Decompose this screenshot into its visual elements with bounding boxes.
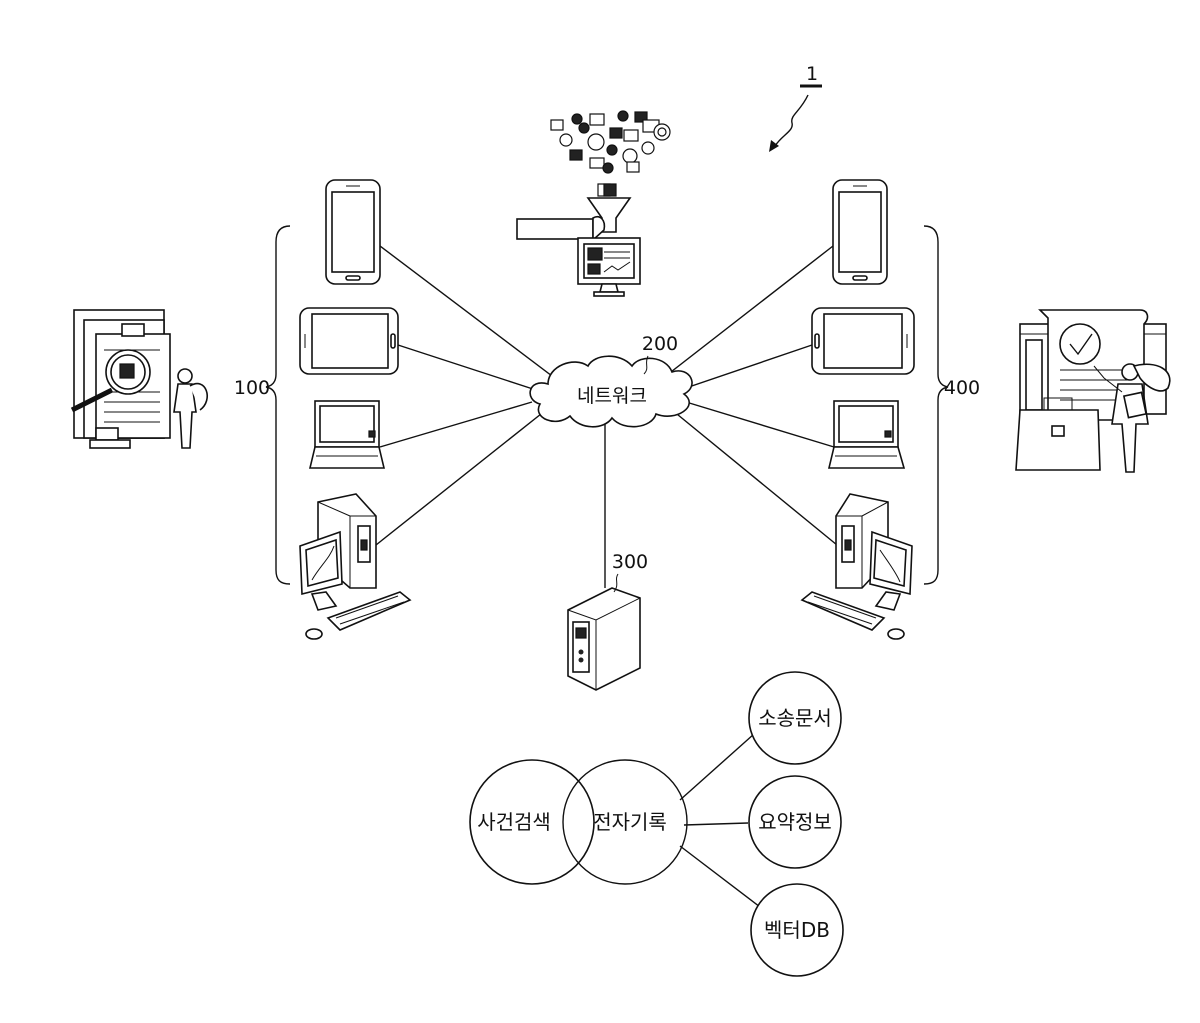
ref-200-label: 200 [642, 333, 678, 355]
network-label: 네트워크 [577, 385, 647, 407]
smartphone-icon [833, 180, 887, 284]
branch-line-litigation-docs [680, 734, 754, 800]
data-funnel-monitor-icon [517, 111, 670, 296]
ref-100-label: 100 [234, 377, 270, 399]
network-cloud: 네트워크 200 [530, 333, 692, 427]
vector-db-label: 벡터DB [764, 918, 830, 942]
litigation-docs-label: 소송문서 [758, 706, 832, 730]
case-search-label: 사건검색 [477, 810, 551, 834]
data-structure-diagram: 사건검색 전자기록 소송문서 요약정보 벡터DB [470, 672, 843, 976]
smartphone-icon [326, 180, 380, 284]
lawyer-magnifier-document-icon [72, 310, 207, 448]
laptop-icon [829, 401, 904, 468]
desktop-computer-icon [802, 494, 912, 639]
reviewer-approval-document-icon [1016, 310, 1170, 472]
branch-line-vector-db [680, 846, 764, 910]
tablet-icon [300, 308, 398, 374]
ref-1-label: 1 [806, 63, 818, 85]
branch-line-summary-info [684, 823, 748, 825]
summary-info-label: 요약정보 [758, 810, 832, 834]
server-tower-icon: 300 [568, 551, 648, 690]
electronic-records-label: 전자기록 [593, 810, 667, 834]
desktop-computer-icon [300, 494, 410, 639]
laptop-icon [310, 401, 384, 468]
ref-400-label: 400 [944, 377, 980, 399]
figure-reference-1: 1 [769, 63, 822, 152]
ref-300-label: 300 [612, 551, 648, 573]
tablet-icon [812, 308, 914, 374]
